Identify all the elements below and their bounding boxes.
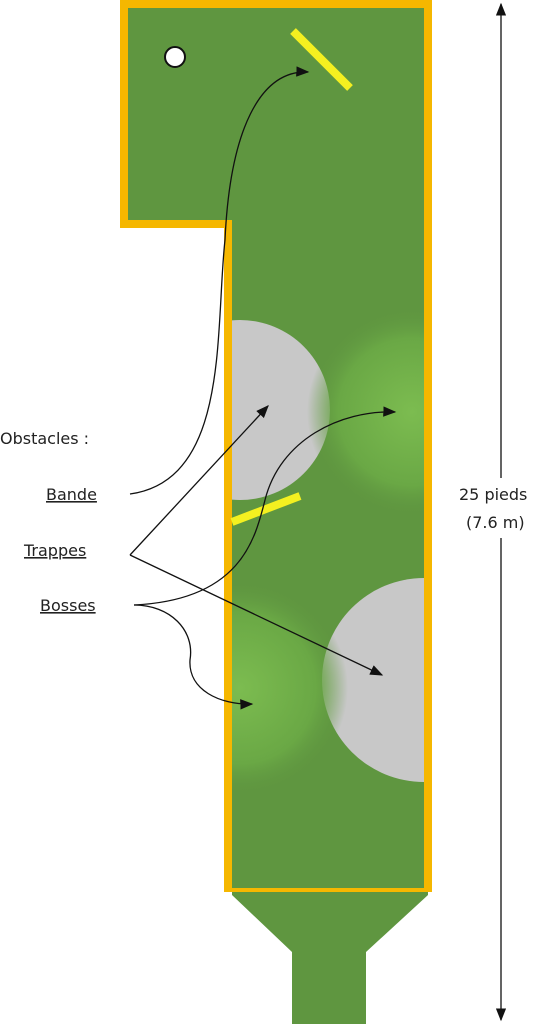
obstacles-heading: Obstacles :: [0, 429, 89, 448]
hole-icon: [164, 46, 186, 68]
label-bande: Bande: [46, 485, 97, 504]
left-border-strip: [224, 228, 232, 892]
leader-bande: [129, 66, 310, 495]
dimension-label-bg: [455, 478, 542, 538]
right-border-strip: [424, 8, 432, 892]
trap-upper: [150, 320, 330, 500]
exit-chute: [232, 890, 428, 1024]
dimension-line1: 25 pieds: [459, 485, 527, 504]
label-trappes: Trappes: [23, 541, 86, 560]
leader-trappes-lower: [129, 554, 384, 676]
leader-trappes-upper: [129, 405, 269, 556]
leader-bosses-lower: [133, 604, 254, 710]
dimension-line2: (7.6 m): [466, 513, 525, 532]
label-bosses: Bosses: [40, 596, 96, 615]
leader-bosses-upper: [133, 406, 397, 606]
deflector-top: [290, 28, 353, 91]
deflector-middle: [230, 492, 302, 526]
bump-upper: [307, 307, 428, 517]
